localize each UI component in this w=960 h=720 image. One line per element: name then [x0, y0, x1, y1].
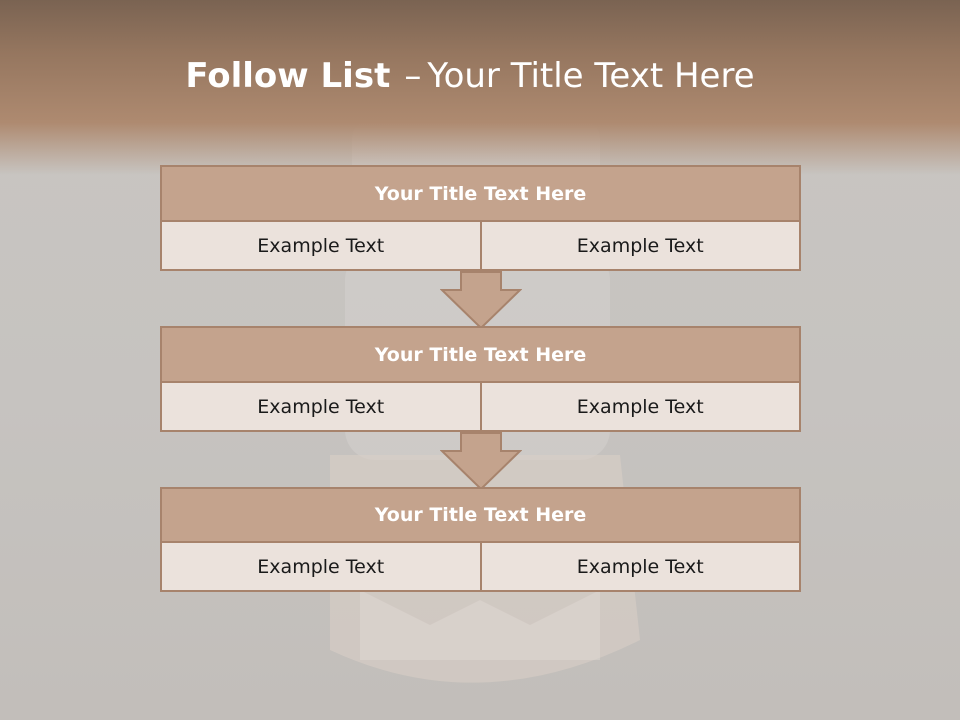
- block-cell-right: Example Text: [479, 383, 800, 430]
- slide-title: Follow List–Your Title Text Here: [0, 52, 940, 100]
- block-cell-left: Example Text: [257, 555, 385, 578]
- down-arrow-icon: [440, 432, 522, 491]
- block-title: Your Title Text Here: [160, 326, 801, 383]
- list-block-2: Your Title Text Here Example Text Exampl…: [160, 326, 801, 432]
- title-separator: –: [404, 56, 422, 96]
- block-title: Your Title Text Here: [160, 487, 801, 543]
- block-row: Example Text Example Text: [160, 383, 801, 432]
- block-row: Example Text Example Text: [160, 543, 801, 592]
- block-title: Your Title Text Here: [160, 165, 801, 222]
- list-block-1: Your Title Text Here Example Text Exampl…: [160, 165, 801, 271]
- block-cell-right: Example Text: [479, 543, 800, 590]
- block-cell-left: Example Text: [257, 234, 385, 257]
- down-arrow-icon: [440, 271, 522, 330]
- title-rest: Your Title Text Here: [427, 56, 755, 96]
- block-cell-right: Example Text: [479, 222, 800, 269]
- title-bar: [0, 0, 960, 175]
- list-block-3: Your Title Text Here Example Text Exampl…: [160, 487, 801, 592]
- title-bold: Follow List: [185, 56, 391, 96]
- block-cell-left: Example Text: [257, 395, 385, 418]
- block-row: Example Text Example Text: [160, 222, 801, 271]
